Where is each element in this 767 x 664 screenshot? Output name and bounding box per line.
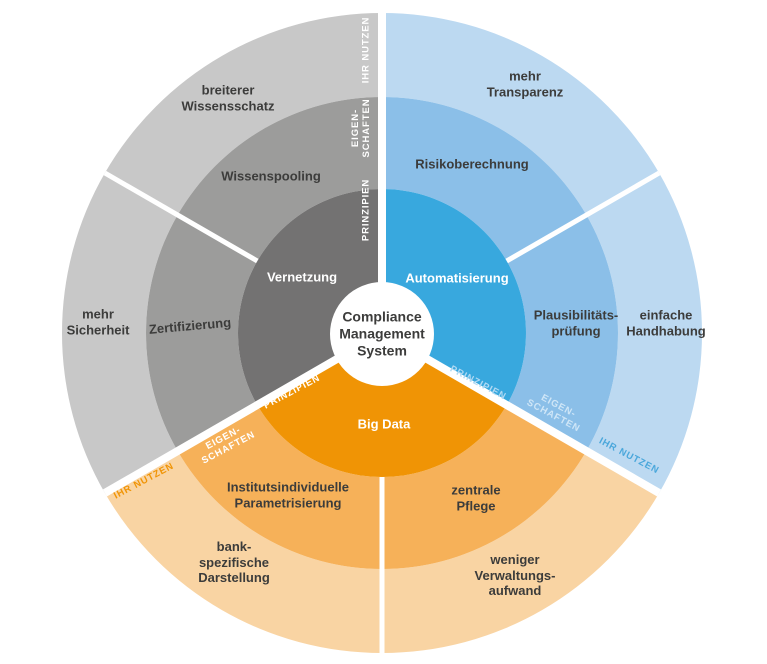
orange-inner-wedge [257,333,507,477]
orange-property-parametrisierung-line1: Institutsindividuelle [226,479,350,495]
orange-benefit-verwaltungsaufwand-line2: Verwaltungs- [474,567,556,583]
gray-ring-label-eigenschaften: EIGEN- SCHAFTEN [350,99,372,158]
gray-ring-label-eigenschaften-line2: SCHAFTEN [361,98,372,158]
blue-middle-ring-segment [382,97,618,451]
orange-benefit-darstellung-line1: bank- [216,538,252,554]
blue-benefit-handhabung-line1: einfache [639,307,693,323]
gray-benefit-sicherheit: mehr Sicherheit [67,307,130,338]
orange-property-parametrisierung: Institutsindividuelle Parametrisierung [227,480,349,511]
gray-principle-vernetzung: Vernetzung [266,269,338,285]
orange-benefit-verwaltungsaufwand-line1: weniger [490,551,540,567]
blue-property-risikoberechnung: Risikoberechnung [415,156,529,172]
orange-benefit-darstellung: bank- spezifische Darstellung [198,539,270,586]
gray-property-wissenspooling: Wissenspooling [221,168,321,184]
diagram-title: Compliance Management System [339,309,425,360]
blue-principle-automatisierung: Automatisierung [405,270,509,286]
gray-middle-ring-segment [146,97,382,451]
blue-benefit-transparenz-line2: Transparenz [486,84,564,99]
blue-outer-ring-segment [382,13,703,493]
blue-property-plausibilitaetspruefung-line1: Plausibilitäts- [533,307,619,323]
blue-property-plausibilitaetspruefung: Plausibilitäts- prüfung [534,308,619,339]
diagram-title-line2: Management [339,325,425,342]
divider-lower-right [380,329,662,497]
blue-benefit-handhabung-line2: Handhabung [626,323,706,338]
gray-outer-ring-segment [61,13,382,493]
orange-benefit-verwaltungsaufwand: weniger Verwaltungs- aufwand [475,552,556,599]
gray-benefit-wissensschatz-line2: Wissensschatz [181,98,275,113]
orange-outer-ring-segment [104,451,660,654]
gray-benefit-wissensschatz: breiterer Wissensschatz [181,83,274,114]
center-hub-circle [330,282,434,386]
diagram-title-line3: System [357,342,407,359]
blue-benefit-transparenz-line1: mehr [509,68,541,84]
orange-property-zentrale-pflege-line1: zentrale [451,482,501,498]
blue-benefit-handhabung: einfache Handhabung [626,308,705,339]
blue-benefit-transparenz: mehr Transparenz [487,69,564,100]
blue-property-plausibilitaetspruefung-line2: prüfung [551,323,601,338]
diagram-title-line1: Compliance [342,308,422,325]
gray-ring-label-eigenschaften-line1: EIGEN- [350,108,361,148]
orange-principle-big-data: Big Data [357,416,411,432]
orange-benefit-darstellung-line2: spezifische [198,554,270,570]
gray-benefit-wissensschatz-line1: breiterer [201,82,255,98]
divider-blue-split [505,170,661,264]
orange-property-zentrale-pflege: zentrale Pflege [451,483,500,514]
gray-ring-label-prinzipien: PRINZIPIEN [360,178,372,242]
gray-benefit-sicherheit-line2: Sicherheit [66,322,130,337]
orange-property-zentrale-pflege-line2: Pflege [456,498,496,513]
gray-benefit-sicherheit-line1: mehr [82,306,114,322]
divider-lower-left [102,329,384,497]
orange-benefit-darstellung-line3: Darstellung [198,569,270,585]
divider-gray-split [103,170,259,264]
orange-property-parametrisierung-line2: Parametrisierung [234,495,342,510]
orange-benefit-verwaltungsaufwand-line3: aufwand [488,582,542,598]
gray-ring-label-ihr-nutzen: IHR NUTZEN [360,16,372,84]
